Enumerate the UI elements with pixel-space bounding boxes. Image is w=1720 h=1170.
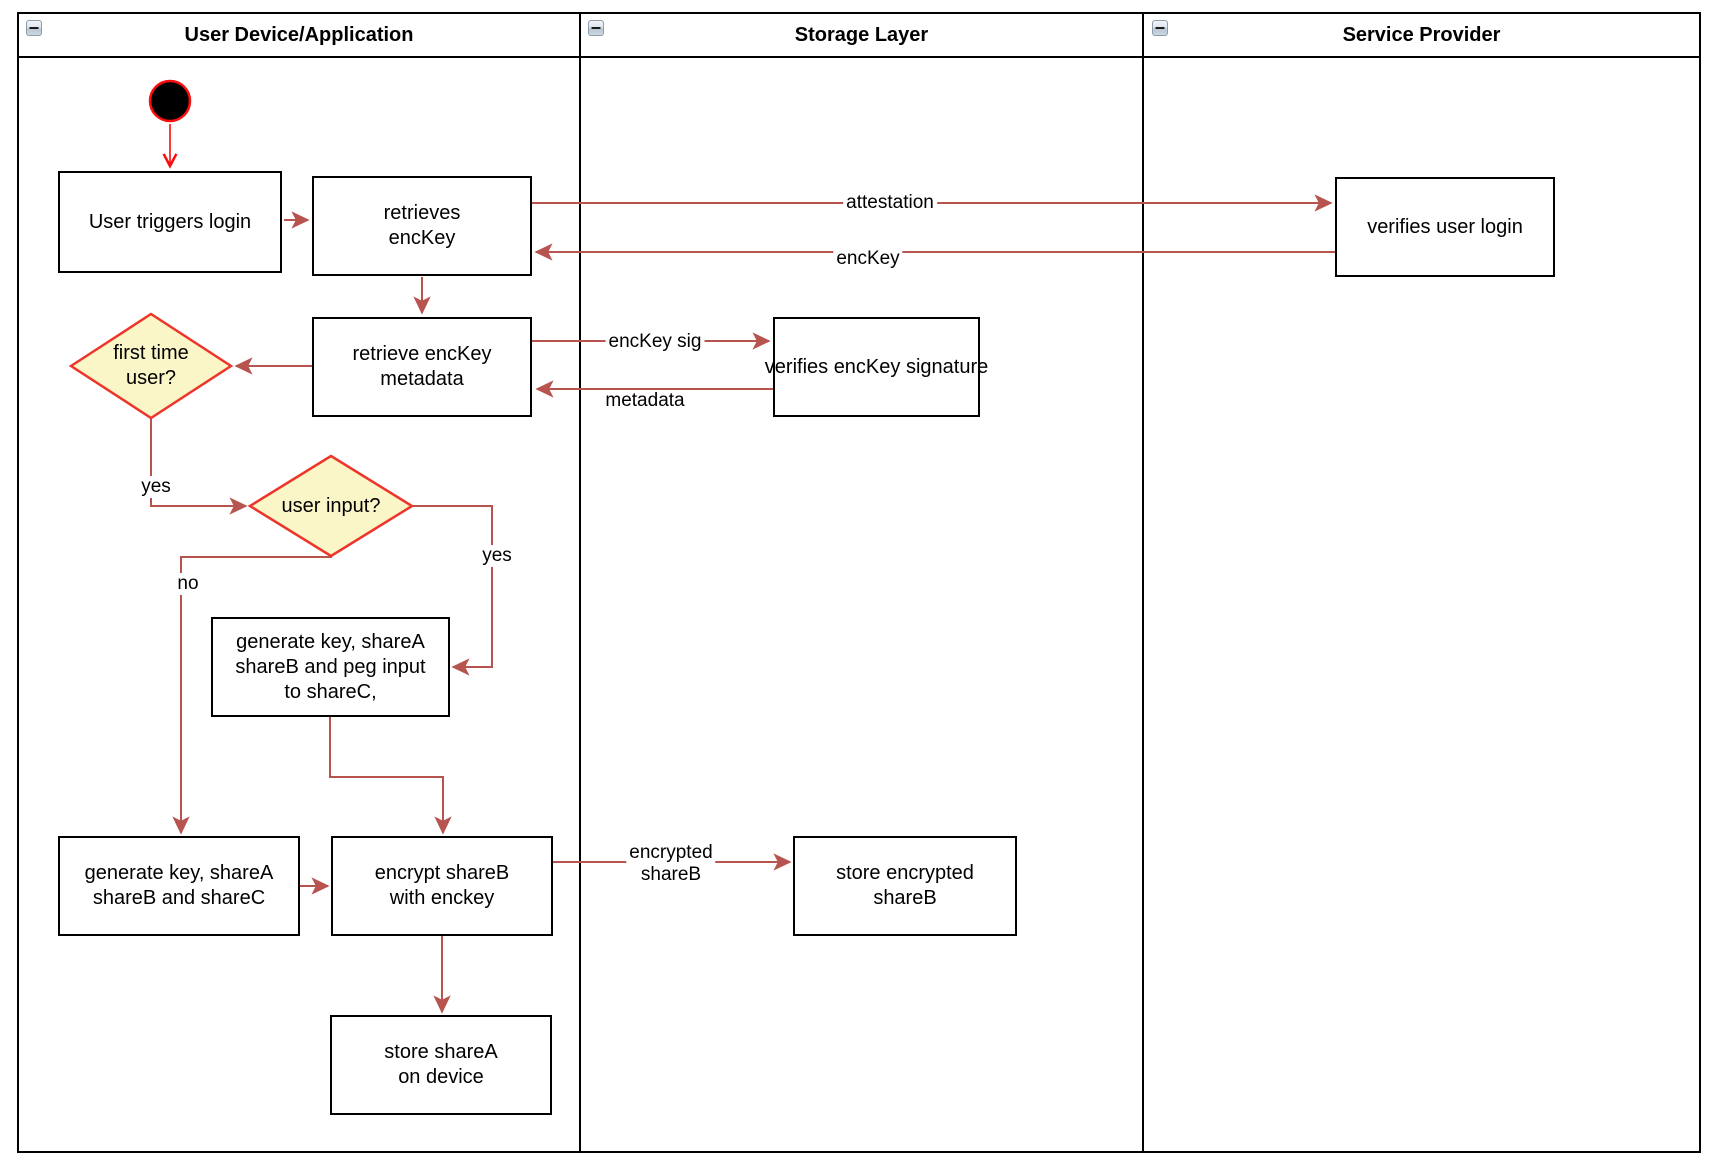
edge-label-text: no <box>177 573 199 594</box>
node-label-line: shareB and shareC <box>92 887 266 909</box>
node-label-line: store shareA <box>384 1041 498 1063</box>
node-label-line: verifies user login <box>1367 215 1523 238</box>
activity-generate-key-sharec[interactable]: generate key, shareA shareB and shareC <box>58 836 300 936</box>
activity-store-sharea-on-device[interactable]: store shareA on device <box>330 1015 552 1115</box>
activity-verifies-user-login[interactable]: verifies user login <box>1335 177 1555 277</box>
node-label-line: with enckey <box>389 887 495 909</box>
lane-title: User Device/Application <box>184 23 414 46</box>
edge-label-attestation[interactable]: attestation <box>843 192 937 214</box>
activity-verifies-enckey-signature[interactable]: verifies encKey signature <box>765 317 988 417</box>
decision-first-time-user-label: first time user? <box>91 341 211 391</box>
activity-user-triggers-login[interactable]: User triggers login <box>58 171 282 273</box>
lane-collapse-button-service-provider[interactable] <box>1152 20 1168 36</box>
lane-header-service-provider[interactable]: Service Provider <box>1143 13 1700 57</box>
lane-collapse-button-user-device[interactable] <box>26 20 42 36</box>
node-label-line: User triggers login <box>88 210 252 233</box>
activity-generate-key-peg-input[interactable]: generate key, shareA shareB and peg inpu… <box>211 617 450 717</box>
node-label-line: store encrypted <box>836 862 974 884</box>
activity-encrypt-shareb[interactable]: encrypt shareB with enckey <box>331 836 553 936</box>
minus-icon <box>1155 27 1165 29</box>
edge-label-text: metadata <box>605 390 685 411</box>
lane-collapse-button-storage-layer[interactable] <box>588 20 604 36</box>
node-label-line: shareB <box>873 887 937 909</box>
lane-header-user-device[interactable]: User Device/Application <box>18 13 580 57</box>
edge-label-enckey-sig[interactable]: encKey sig <box>605 331 705 353</box>
decision-first-time-user-shape[interactable] <box>68 312 234 420</box>
edge-label-enckey-return[interactable]: encKey <box>833 248 903 270</box>
edge-label-yes-first-time[interactable]: yes <box>138 476 174 498</box>
edge-label-encrypted-shareb[interactable]: encrypted shareB <box>626 842 716 886</box>
minus-icon <box>591 27 601 29</box>
minus-icon <box>29 27 39 29</box>
node-label-line: metadata <box>380 368 464 390</box>
lane-title: Storage Layer <box>794 23 929 46</box>
edge-label-metadata-return[interactable]: metadata <box>602 390 688 412</box>
edge-label-text: attestation <box>846 192 934 213</box>
edge-label-text: encKey <box>836 248 900 269</box>
activity-retrieve-enckey-metadata[interactable]: retrieve encKey metadata <box>312 317 532 417</box>
lane-header-storage-layer[interactable]: Storage Layer <box>580 13 1143 57</box>
activity-retrieves-enckey[interactable]: retrieves encKey <box>312 176 532 276</box>
lane-title: Service Provider <box>1342 23 1501 46</box>
node-label-line: user? <box>125 367 177 389</box>
node-label-line: user input? <box>281 494 381 517</box>
node-label-line: retrieve encKey <box>352 343 492 365</box>
edge-first-time-yes[interactable] <box>150 418 248 515</box>
edge-label-text: yes <box>141 476 171 497</box>
edge-label-text: yes <box>482 545 512 566</box>
edge-user-input-yes[interactable] <box>412 505 493 676</box>
edge-label-no-user-input[interactable]: no <box>174 573 202 595</box>
edge-label-text: shareB <box>640 864 702 885</box>
start-node[interactable] <box>148 79 192 123</box>
node-label-line: on device <box>398 1066 484 1088</box>
edge-peg-to-encrypt[interactable] <box>329 717 452 835</box>
node-label-line: generate key, shareA <box>236 630 425 653</box>
node-label-line: verifies encKey signature <box>764 355 989 378</box>
node-label-line: encrypt shareB <box>374 862 510 884</box>
node-label-line: retrieves <box>383 202 461 224</box>
decision-user-input-shape[interactable] <box>247 454 415 558</box>
node-label-line: shareB and peg input <box>235 655 426 678</box>
edge-label-text: encrypted <box>629 842 713 863</box>
node-label-line: first time <box>113 342 189 364</box>
node-label-line: generate key, shareA <box>84 862 274 884</box>
decision-user-input-label: user input? <box>261 493 401 519</box>
edge-label-text: encKey sig <box>608 331 702 352</box>
node-label-line: to shareC, <box>284 680 377 703</box>
activity-store-encrypted-shareb[interactable]: store encrypted shareB <box>793 836 1017 936</box>
node-label-line: encKey <box>388 227 456 249</box>
edge-label-yes-user-input[interactable]: yes <box>479 545 515 567</box>
